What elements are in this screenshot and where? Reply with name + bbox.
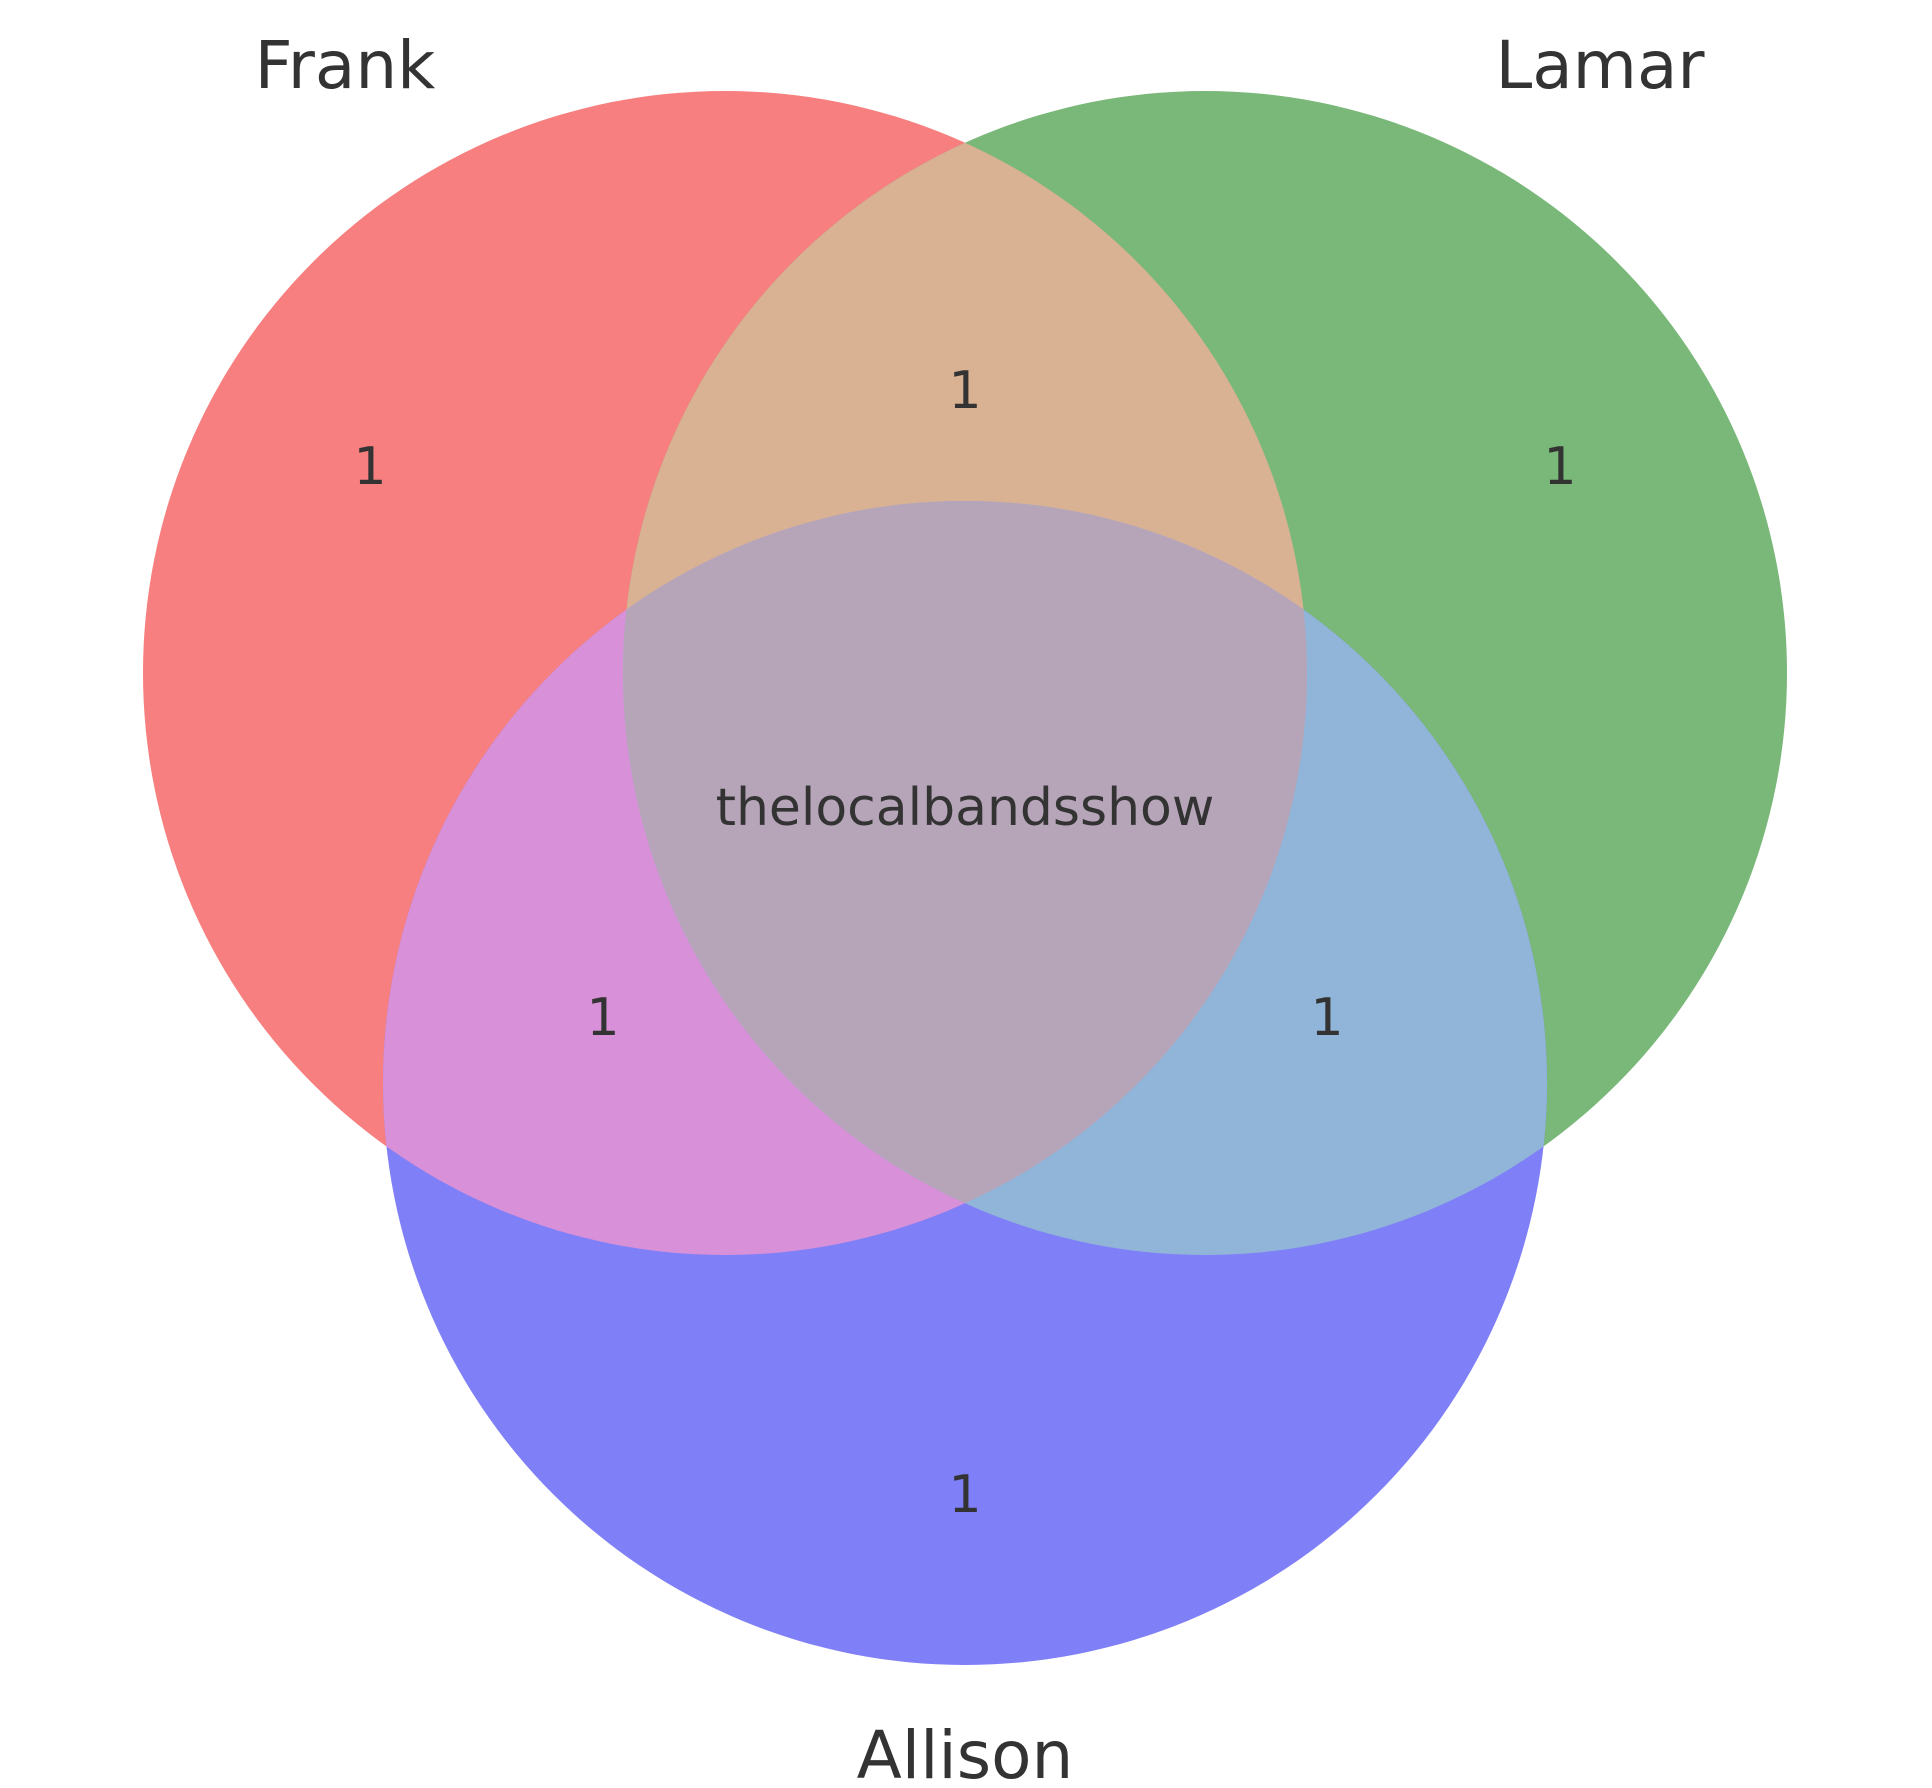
lamar-set-label: Lamar [1495,27,1705,104]
frank-allison-count: 1 [586,988,619,1048]
all-three-overlap [623,501,1307,1255]
frank-lamar-count: 1 [948,361,981,421]
all-three-label: thelocalbandsshow [716,778,1215,838]
allison-set-label: Allison [857,1717,1074,1788]
lamar-only-count: 1 [1543,437,1576,497]
lamar-allison-count: 1 [1310,988,1343,1048]
frank-only-count: 1 [353,437,386,497]
frank-set-label: Frank [255,27,437,104]
allison-only-count: 1 [948,1465,981,1525]
